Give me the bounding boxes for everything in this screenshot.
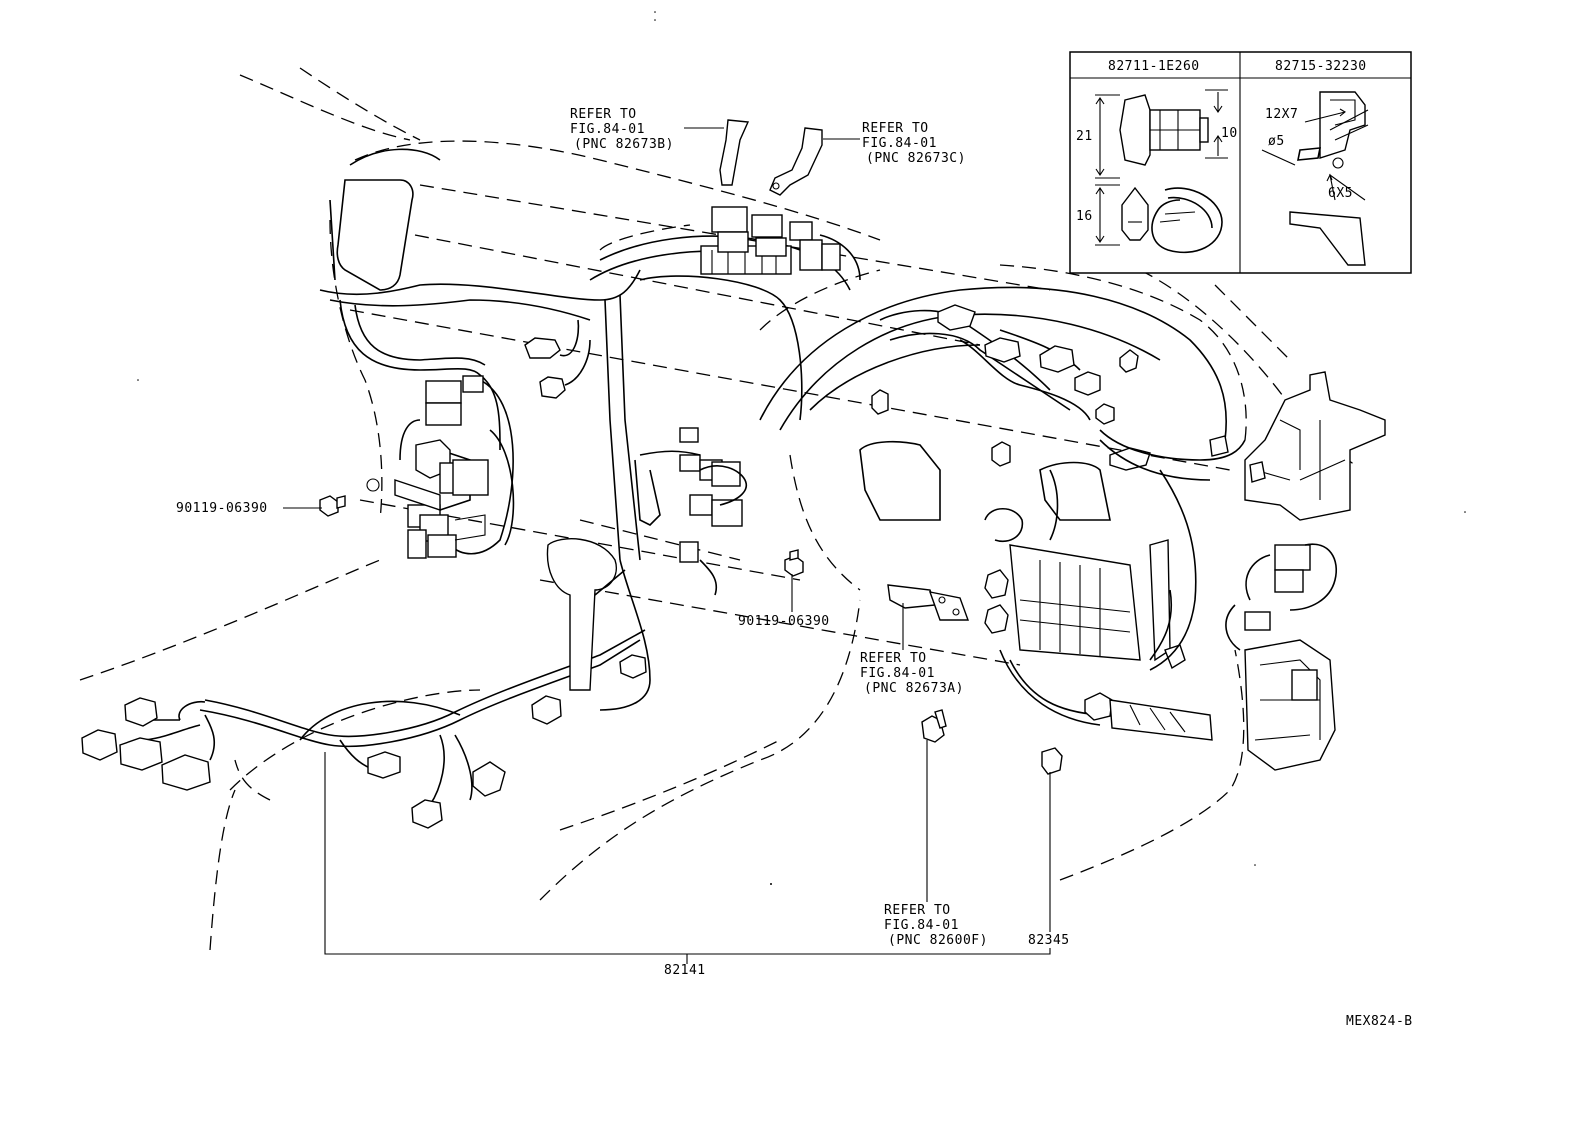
center-connectors bbox=[634, 427, 747, 596]
ref-82673C-line2: FIG.84-01 bbox=[862, 136, 937, 151]
dim-6x5: 6X5 bbox=[1328, 186, 1353, 201]
small-clips bbox=[921, 709, 1063, 775]
inset-detail-table: 82711-1E260 82715-32230 21 10 16 12X7 ø5 bbox=[1069, 51, 1412, 274]
dim-12x7: 12X7 bbox=[1265, 107, 1298, 122]
figure-code: MEX824-B bbox=[1346, 1014, 1413, 1029]
bolts bbox=[319, 495, 804, 577]
ref-82600F-line1: REFER TO bbox=[884, 903, 951, 918]
top-brackets bbox=[719, 119, 823, 196]
stray-marks bbox=[137, 11, 1466, 885]
ref-82673B-line3: (PNC 82673B) bbox=[574, 137, 674, 152]
leader-lines bbox=[283, 127, 1051, 964]
ref-82600F-line3: (PNC 82600F) bbox=[888, 933, 988, 948]
part-82345-label: 82345 bbox=[1028, 933, 1070, 948]
ref-82673A-line3: (PNC 82673A) bbox=[864, 681, 964, 696]
callout-labels: REFER TO FIG.84-01 (PNC 82673B) REFER TO… bbox=[176, 107, 1413, 1029]
bottom-harness bbox=[81, 538, 651, 829]
ref-82600F-line2: FIG.84-01 bbox=[884, 918, 959, 933]
dim-dia5: ø5 bbox=[1268, 134, 1285, 149]
right-harness bbox=[871, 304, 1246, 741]
bracket-82673C bbox=[769, 127, 823, 196]
dim-16: 16 bbox=[1076, 209, 1093, 224]
bolt-center-partno: 90119-06390 bbox=[738, 614, 830, 629]
bolt-left-icon bbox=[319, 495, 339, 517]
dim-21: 21 bbox=[1076, 129, 1093, 144]
ref-82673C-line3: (PNC 82673C) bbox=[866, 151, 966, 166]
dim-10: 10 bbox=[1221, 126, 1238, 141]
ref-82673B-line1: REFER TO bbox=[570, 107, 637, 122]
right-fuse-blocks bbox=[1225, 371, 1386, 771]
left-harness bbox=[339, 299, 515, 559]
inset-header-right: 82715-32230 bbox=[1275, 59, 1367, 74]
clip-82345-icon bbox=[1041, 747, 1063, 775]
inset-header-left: 82711-1E260 bbox=[1108, 59, 1200, 74]
bracket-82673B bbox=[719, 119, 750, 186]
ref-82673A-line1: REFER TO bbox=[860, 651, 927, 666]
ref-82673A-line2: FIG.84-01 bbox=[860, 666, 935, 681]
dash-panel-structure bbox=[319, 148, 1228, 561]
ref-82673C-line1: REFER TO bbox=[862, 121, 929, 136]
bolt-left-partno: 90119-06390 bbox=[176, 501, 268, 516]
top-connectors bbox=[524, 206, 861, 399]
ref-82673B-line2: FIG.84-01 bbox=[570, 122, 645, 137]
part-82141-label: 82141 bbox=[664, 963, 706, 978]
